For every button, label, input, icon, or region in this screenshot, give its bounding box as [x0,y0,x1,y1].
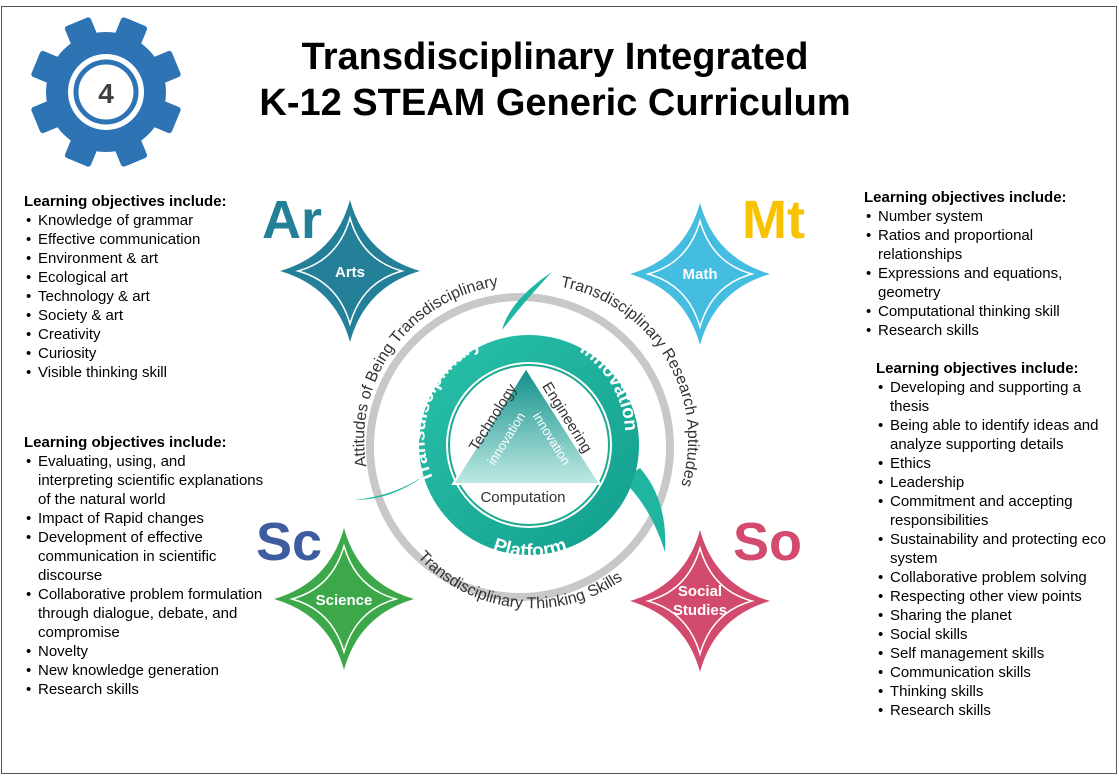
objective-item: Ecological art [24,268,264,287]
arts-label: Arts [335,264,365,281]
objective-item: Sustainability and protecting eco system [876,530,1112,568]
social-objectives-list: Developing and supporting a thesisBeing … [876,378,1112,720]
objective-item: Society & art [24,306,264,325]
objective-item: Curiosity [24,344,264,363]
title-line-2: K-12 STEAM Generic Curriculum [259,82,851,124]
objective-item: Effective communication [24,230,264,249]
objective-item: Respecting other view points [876,587,1112,606]
center-triangle [451,366,602,485]
outer-grey-ring [366,293,674,601]
math-objectives-heading: Learning objectives include: [864,189,1067,206]
objective-item: Sharing the planet [876,606,1112,625]
social-objectives-heading: Learning objectives include: [876,360,1079,377]
science-objectives: Learning objectives include: Evaluating,… [24,433,264,699]
gear-inner-ring [68,54,144,130]
teal-swoosh-right [622,468,666,552]
objective-item: Social skills [876,625,1112,644]
objective-item: Evaluating, using, and interpreting scie… [24,452,264,509]
page-title: Transdisciplinary Integrated K-12 STEAM … [210,34,900,126]
arts-star: Arts [280,200,420,342]
objective-item: Being able to identify ideas and analyze… [876,416,1112,454]
objective-item: New knowledge generation [24,661,264,680]
math-objectives-list: Number systemRatios and proportional rel… [864,207,1100,340]
science-label: Science [316,592,373,609]
computation-label: Computation [480,489,565,506]
arts-objectives-heading: Learning objectives include: [24,193,227,210]
math-star: Math [630,203,770,345]
objective-item: Computational thinking skill [864,302,1100,321]
science-abbr: Sc [256,512,323,572]
objective-item: Developing and supporting a thesis [876,378,1112,416]
objective-item: Technology & art [24,287,264,306]
title-line-1: Transdisciplinary Integrated [301,36,809,78]
gear-badge-number: 4 [98,78,114,109]
objective-item: Commitment and accepting responsibilitie… [876,492,1112,530]
gear-icon: 4 [31,17,181,167]
objective-item: Expressions and equations, geometry [864,264,1100,302]
math-label: Math [683,266,718,283]
objective-item: Research skills [876,701,1112,720]
science-objectives-heading: Learning objectives include: [24,434,227,451]
arts-objectives-list: Knowledge of grammarEffective communicat… [24,211,264,382]
social-label-line1: Social [678,583,722,600]
math-abbr: Mt [742,190,805,250]
objective-item: Knowledge of grammar [24,211,264,230]
objective-item: Research skills [24,680,264,699]
arts-abbr: Ar [262,190,323,250]
objective-item: Thinking skills [876,682,1112,701]
social-objectives: Learning objectives include: Developing … [876,359,1112,720]
social-abbr: So [733,512,803,572]
objective-item: Leadership [876,473,1112,492]
objective-item: Self management skills [876,644,1112,663]
objective-item: Communication skills [876,663,1112,682]
objective-item: Impact of Rapid changes [24,509,264,528]
social-label-line2: Studies [673,602,727,619]
inner-green-line [448,364,610,526]
science-objectives-list: Evaluating, using, and interpreting scie… [24,452,264,699]
objective-item: Research skills [864,321,1100,340]
science-star: Science [274,528,414,670]
objective-item: Creativity [24,325,264,344]
objective-item: Collaborative problem solving [876,568,1112,587]
objective-item: Development of effective communication i… [24,528,264,585]
social-star: Social Studies [630,530,770,672]
objective-item: Number system [864,207,1100,226]
objective-item: Novelty [24,642,264,661]
objective-item: Ethics [876,454,1112,473]
objective-item: Environment & art [24,249,264,268]
gear-badge-circle [73,59,139,125]
slide-frame [1,6,1117,774]
objective-item: Collaborative problem formulation throug… [24,585,264,642]
objective-item: Ratios and proportional relationships [864,226,1100,264]
math-objectives: Learning objectives include: Number syst… [864,188,1100,340]
objective-item: Visible thinking skill [24,363,264,382]
arts-objectives: Learning objectives include: Knowledge o… [24,192,264,382]
